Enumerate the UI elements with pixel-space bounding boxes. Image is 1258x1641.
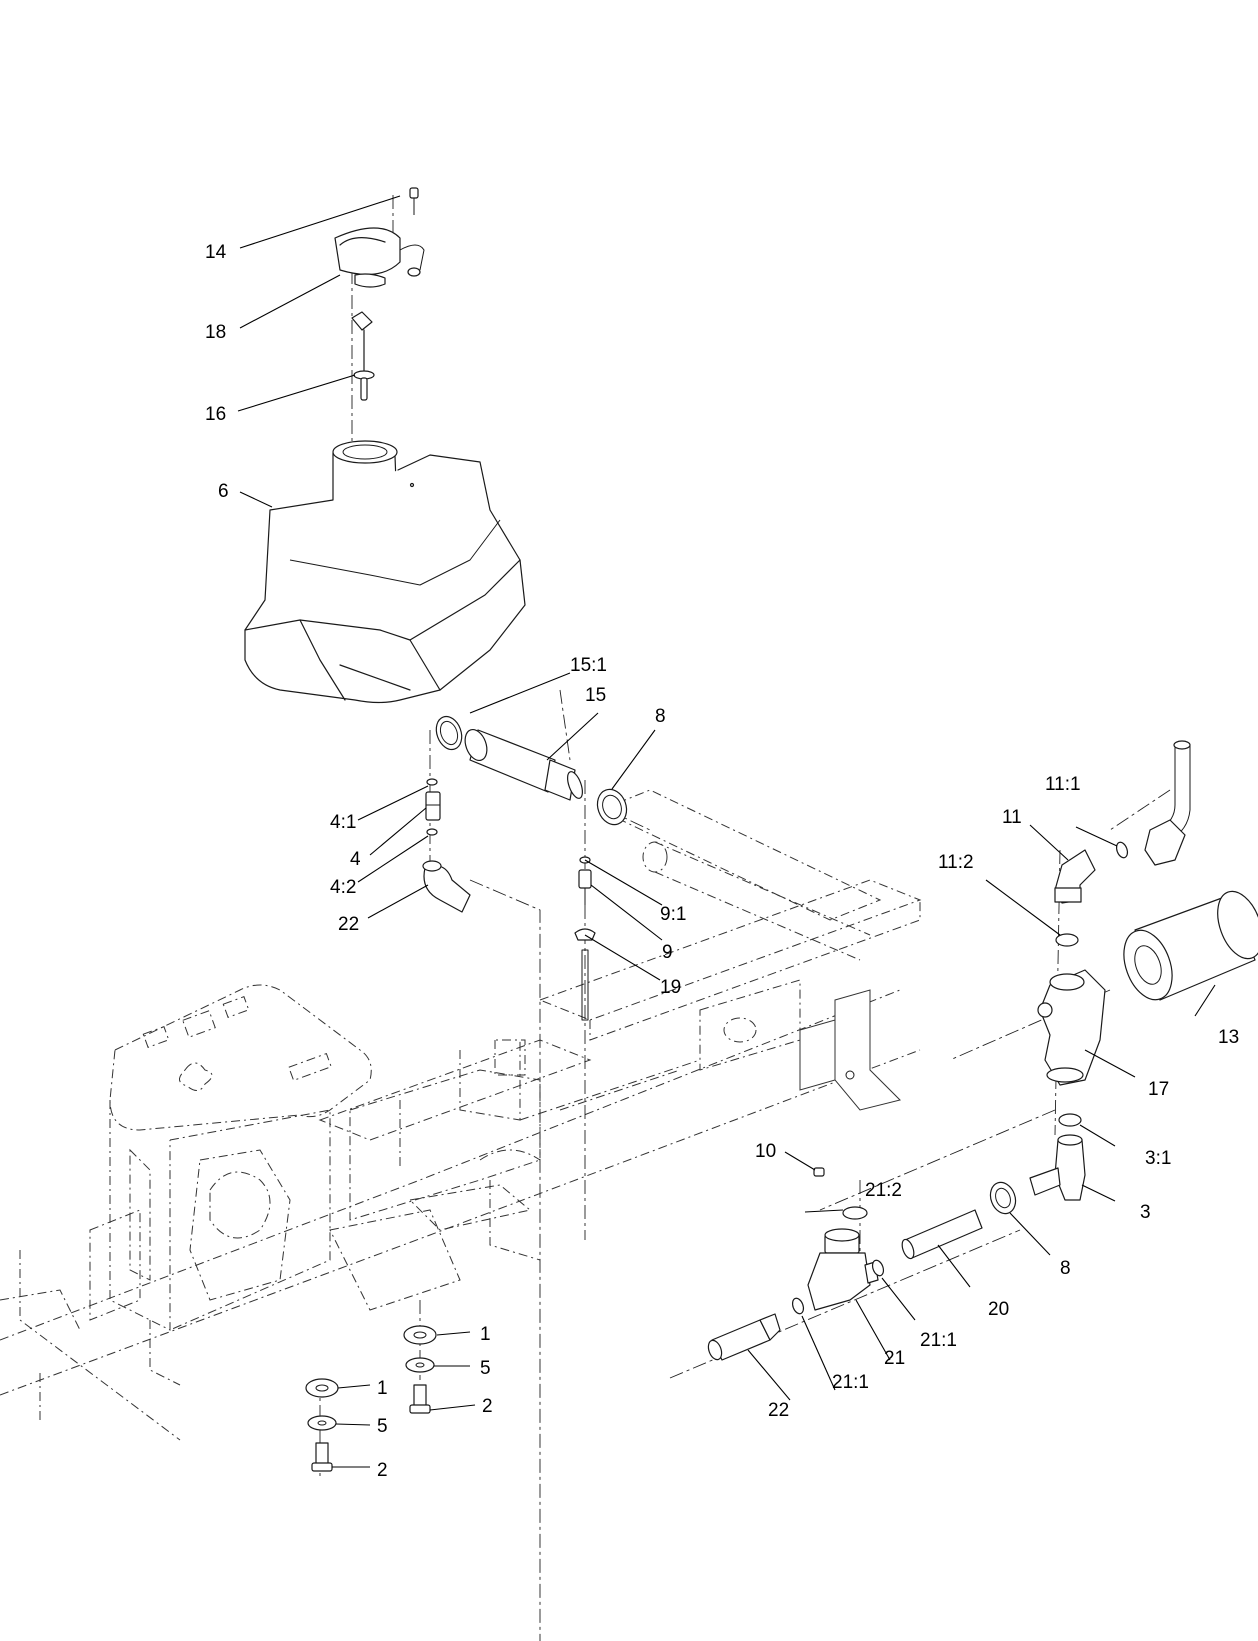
callout-21: 21 [884,1348,905,1369]
assembly-centerlines [319,195,1171,1641]
callout-11: 11 [1002,807,1022,828]
elbow-fitting-22-top [422,860,471,913]
callout-17: 17 [1148,1079,1169,1100]
elbow-fitting-3 [1029,1134,1086,1201]
callout-4-1: 4:1 [330,812,356,833]
callout-19: 19 [660,977,681,998]
fitting-4 [425,778,441,836]
dipstick-16 [351,311,375,401]
o-ring-21-1-right [871,1259,885,1277]
callout-4-2: 4:2 [330,877,356,898]
callout-10: 10 [755,1141,776,1162]
leader-lines [237,195,1216,1468]
o-ring-21-2 [842,1206,868,1220]
callout-13: 13 [1218,1027,1239,1048]
callout-1-right: 1 [480,1324,491,1345]
filter-head-17 [1037,969,1106,1086]
callout-5-left: 5 [377,1416,388,1437]
fitting-22-bottom [707,1313,781,1361]
callout-15-1: 15:1 [570,655,607,676]
callout-16: 16 [205,404,226,425]
callout-11-1: 11:1 [1045,774,1081,795]
callout-1-left: 1 [377,1378,388,1399]
clamp-19 [574,928,596,1021]
hydraulic-tank-6 [244,440,526,704]
callout-labels: 14 18 16 6 15:1 15 8 4:1 4 4:2 22 9:1 9 … [205,242,1239,1481]
o-ring-11-1 [1115,841,1129,859]
callout-6: 6 [218,481,229,502]
elbow-fitting-11 [1054,849,1096,904]
isolator-mount-left [305,1378,339,1472]
hose-clamp-8-bottom [989,1181,1017,1215]
fitting-9 [578,856,592,905]
callout-22-bottom: 22 [768,1400,789,1421]
callout-8-bottom: 8 [1060,1258,1071,1279]
callout-2-left: 2 [377,1460,388,1481]
callout-22-top: 22 [338,914,359,935]
o-ring-15-1 [435,715,463,751]
callout-15: 15 [585,685,606,706]
callout-9: 9 [662,942,673,963]
o-ring-11-2 [1055,933,1079,947]
callout-8-top: 8 [655,706,666,727]
callout-3: 3 [1140,1202,1151,1223]
callout-2-right: 2 [482,1396,493,1417]
callout-3-1: 3:1 [1145,1148,1171,1169]
hose-clamp-8-top [596,788,628,826]
isolator-mount-right [403,1325,437,1414]
callout-21-1-left: 21:1 [832,1372,869,1393]
o-ring-3-1 [1058,1113,1082,1127]
hose-20 [901,1209,983,1260]
callout-20: 20 [988,1299,1009,1320]
o-ring-21-1-left [791,1297,805,1315]
callout-11-2: 11:2 [938,852,974,873]
callout-9-1: 9:1 [660,904,686,925]
callout-4: 4 [350,849,361,870]
callout-21-2: 21:2 [865,1180,902,1201]
oil-filter-13 [1123,890,1258,1001]
callout-18: 18 [205,322,226,343]
fuel-cap-18 [334,227,425,288]
callout-21-1-right: 21:1 [920,1330,957,1351]
callout-14: 14 [205,242,227,263]
screw-10 [813,1167,825,1177]
callout-5-right: 5 [480,1358,491,1379]
chassis-frame [0,789,922,1441]
cap-screw-14 [409,187,419,215]
suction-strainer-15 [464,728,583,801]
suction-tube [1144,740,1191,866]
tee-fitting-21 [807,1228,879,1311]
